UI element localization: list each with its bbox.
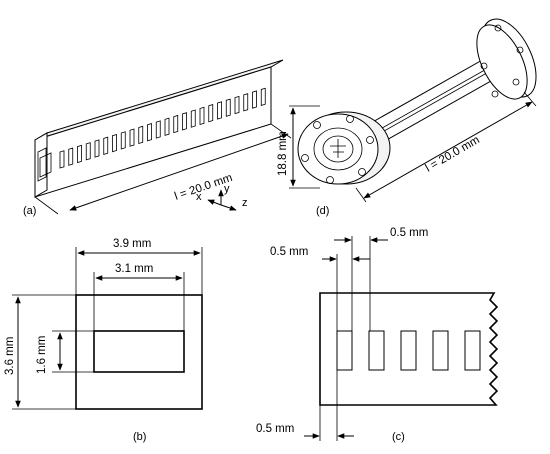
back-flange-hole-3 xyxy=(512,78,520,86)
panel-c-label: (c) xyxy=(392,431,405,443)
panel-a-label: (a) xyxy=(23,205,36,217)
slot-detail-slots xyxy=(336,330,481,371)
waveguide-slot xyxy=(190,109,196,128)
waveguide-slot xyxy=(243,93,249,112)
back-flange-hole-1 xyxy=(494,24,502,32)
waveguide-slot xyxy=(208,104,214,123)
waveguide-slot xyxy=(199,106,205,126)
axis-x-label: x xyxy=(196,191,202,203)
back-flange-hole-4 xyxy=(491,90,499,98)
waveguide-slot xyxy=(182,112,187,131)
d-length-dimension-line xyxy=(363,101,533,199)
waveguide-slot xyxy=(173,114,179,134)
front-flange-hole-6 xyxy=(301,154,309,162)
panel-a: l = 20.0 mm (a) xyxy=(23,59,292,217)
panel-d-label: (d) xyxy=(316,205,329,217)
waveguide-slot xyxy=(225,98,231,117)
front-flange-bore xyxy=(322,135,354,163)
diameter-label: 18.8 mm xyxy=(277,131,289,176)
waveguide-end-face xyxy=(34,132,48,198)
front-flange-inner-ring xyxy=(313,127,363,171)
panel-b-label: (b) xyxy=(133,431,146,443)
slot xyxy=(336,330,353,371)
slot xyxy=(368,330,385,371)
front-flange-hole-5 xyxy=(326,176,334,184)
outer-wall xyxy=(75,294,203,410)
front-flange-hole-1 xyxy=(313,121,321,129)
slot-gap-label: 0.5 mm xyxy=(390,227,428,239)
edge-offset-label: 0.5 mm xyxy=(256,423,294,435)
waveguide-inner-opening xyxy=(39,152,52,178)
inner-cavity xyxy=(93,330,185,373)
axis-z-label: z xyxy=(242,197,248,209)
front-flange-cross xyxy=(330,139,346,158)
waveguide-slot xyxy=(59,150,65,169)
outer-width-label: 3.9 mm xyxy=(113,238,151,250)
axis-z-arrow xyxy=(220,204,237,211)
waveguide-slot xyxy=(260,87,266,106)
axis-y-label: y xyxy=(224,183,230,195)
length-extension-left xyxy=(34,196,59,215)
inner-height-label: 1.6 mm xyxy=(36,336,48,374)
d-length-label: l = 20.0 mm xyxy=(424,134,482,175)
slot-width-label: 0.5 mm xyxy=(270,246,308,258)
d-length-extension-right xyxy=(523,91,537,107)
waveguide-slot xyxy=(234,95,240,115)
inner-width-label: 3.1 mm xyxy=(115,263,153,275)
slotted-plate-outline xyxy=(319,292,499,406)
slot xyxy=(464,330,481,371)
panel-b: 3.9 mm 3.1 mm 3.6 mm 1.6 mm (b) xyxy=(4,238,203,443)
waveguide-end-opening xyxy=(37,147,47,182)
waveguide-slot xyxy=(217,101,222,120)
waveguide-slot xyxy=(252,90,257,109)
outer-height-label: 3.6 mm xyxy=(4,337,16,375)
slot xyxy=(432,330,449,371)
d-length-extension-left xyxy=(355,187,367,203)
back-flange-hole-2 xyxy=(516,46,524,54)
panel-d: 18.8 mm l = 20.0 mm (d) xyxy=(277,18,537,217)
back-flange-hole-5 xyxy=(480,62,488,70)
length-dimension-line xyxy=(69,133,289,211)
axes-indicator: y x z xyxy=(196,183,248,211)
panel-c: 0.5 mm 0.5 mm 0.5 mm (c) xyxy=(256,227,499,443)
slot xyxy=(400,330,417,371)
waveguide-slotted-face xyxy=(34,66,272,198)
front-flange-hole-2 xyxy=(346,115,354,123)
axis-x-arrow xyxy=(207,199,222,206)
